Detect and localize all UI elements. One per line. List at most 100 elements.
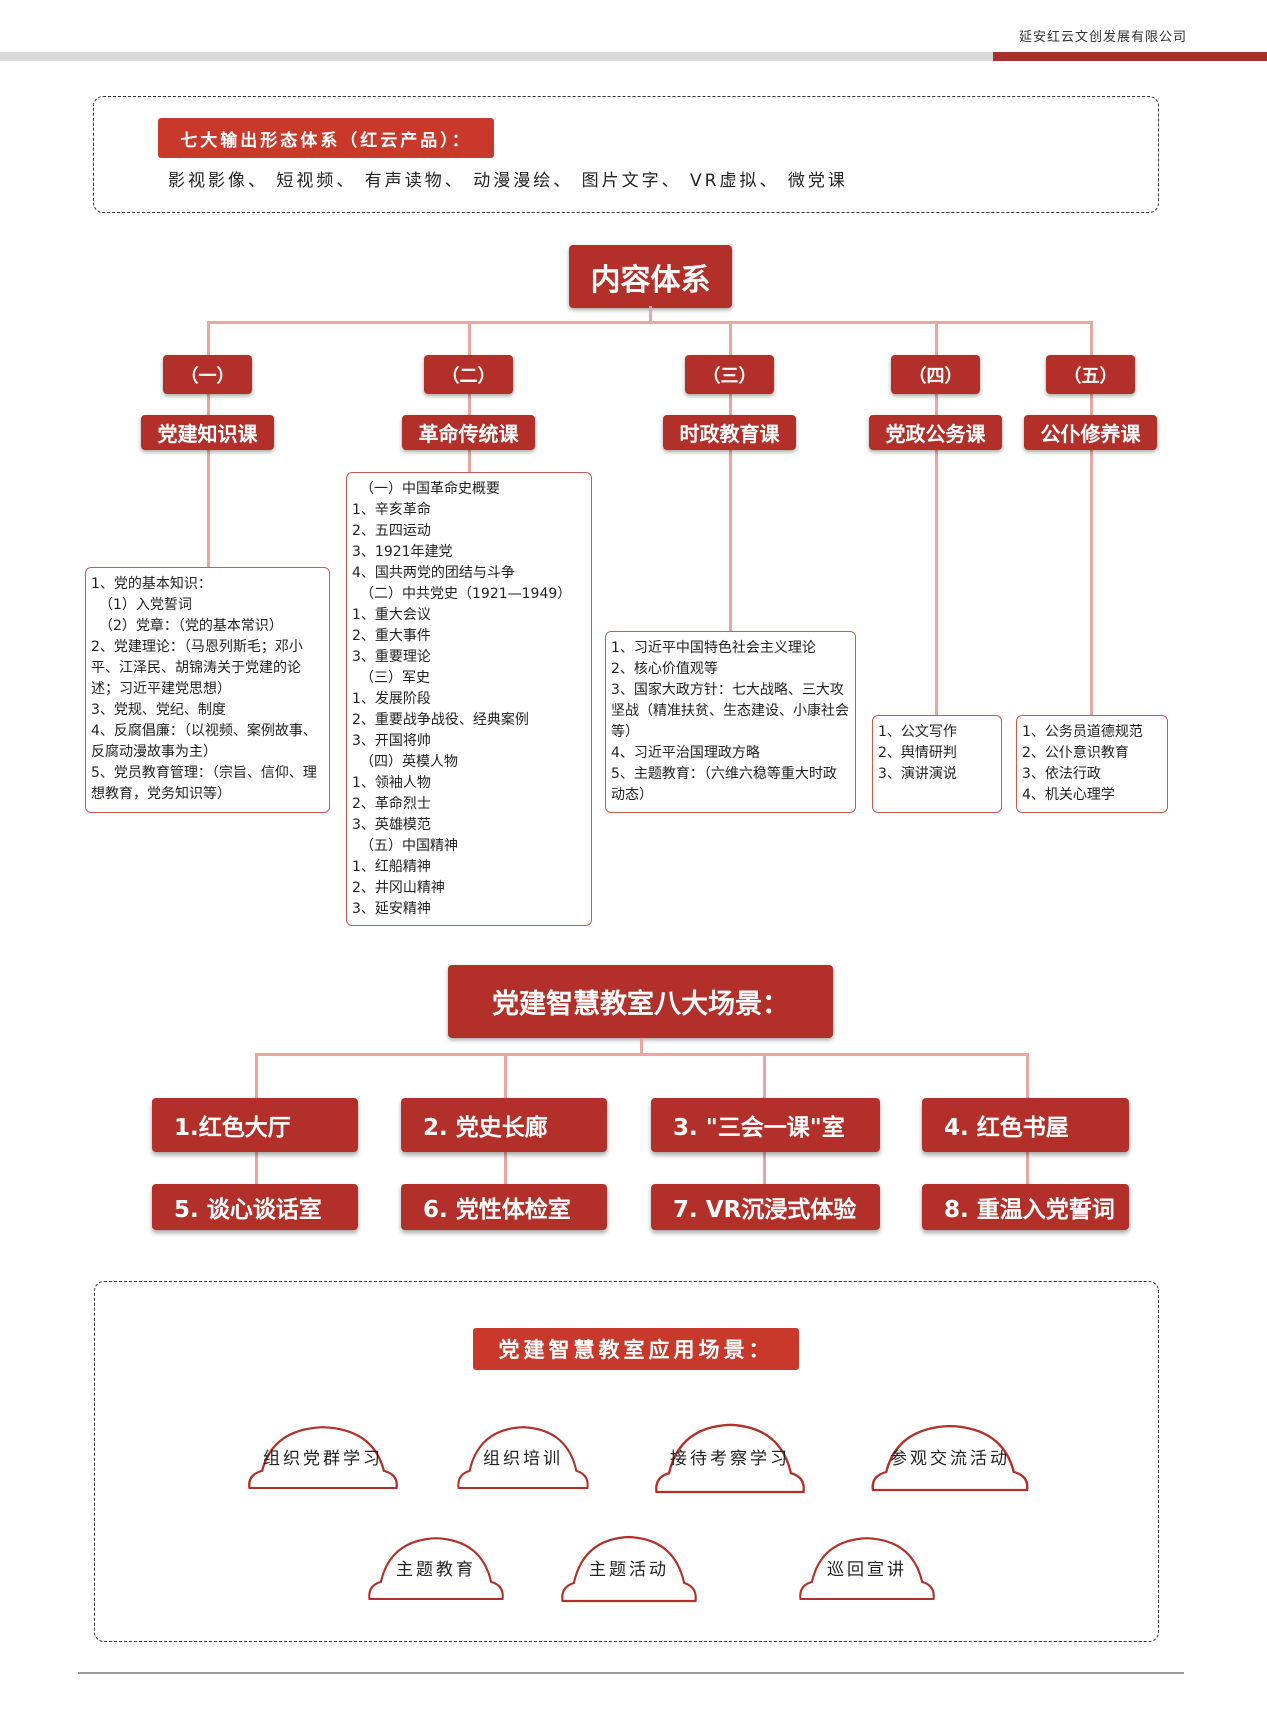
connector [1090,321,1093,357]
connector [255,1053,258,1100]
connector [1026,1053,1029,1100]
connector [1090,448,1093,716]
output-system-items: 影视影像、 短视频、 有声读物、 动漫漫绘、 图片文字、 VR虚拟、 微党课 [168,171,848,191]
party-knowledge-detail-box: 1、党的基本知识： （1）入党誓词 （2）党章：（党的基本常识） 2、党建理论：… [85,567,330,813]
detail-line: 2、舆情研判 [878,745,957,761]
content-system-title: 内容体系 [569,245,732,308]
connector [1090,392,1093,417]
current-affairs-detail-box: 1、习近平中国特色社会主义理论 2、核心价值观等 3、国家大政方针：七大战略、三… [605,631,856,813]
cloud-label: 主题教育 [396,1560,476,1580]
connector [207,448,210,569]
detail-line: 1、发展阶段 [352,691,431,707]
detail-line: 2、井冈山精神 [352,880,445,896]
connector [763,1150,766,1186]
scene-heart-talk-room: 5. 谈心谈话室 [152,1184,358,1230]
connector [255,1150,258,1186]
connector [729,448,732,633]
category-2-name: 革命传统课 [402,415,535,450]
detail-line: 3、依法行政 [1022,766,1101,782]
category-1-name: 党建知识课 [141,415,274,450]
connector [640,1038,643,1055]
detail-line: 3、国家大政方针：七大战略、三大攻坚战（精准扶贫、生态建设、小康社会等） [611,682,849,740]
detail-line: （一）中国革命史概要 [360,481,500,497]
connector [207,321,210,357]
cloud-label: 巡回宣讲 [827,1560,907,1580]
connector [207,392,210,417]
connector [207,321,1093,324]
detail-line: 5、主题教育：（六维六稳等重大时政动态） [611,766,837,803]
cloud-item: 主题教育 [368,1537,504,1601]
detail-line: （四）英模人物 [360,754,458,770]
cloud-item: 参观交流活动 [871,1424,1029,1492]
detail-line: 3、党规、党纪、制度 [91,702,226,718]
scene-three-meetings-room: 3. "三会一课"室 [651,1098,880,1152]
detail-line: 2、重大事件 [352,628,431,644]
connector [763,1053,766,1100]
scene-party-checkup-room: 6. 党性体检室 [401,1184,607,1230]
detail-line: 1、领袖人物 [352,775,431,791]
cloud-item: 主题活动 [561,1535,697,1603]
category-3-number: （三） [685,355,774,394]
classroom-scenes-title: 党建智慧教室八大场景： [448,965,833,1038]
detail-line: 3、英雄模范 [352,817,431,833]
detail-line: （三）军史 [360,670,430,686]
header-bar-gray [0,52,993,61]
cloud-label: 组织培训 [483,1449,563,1469]
connector [468,448,471,474]
detail-line: 2、党建理论：（马恩列斯毛；邓小平、江泽民、胡锦涛关于党建的论述；习近平建党思想… [91,639,303,697]
cloud-item: 组织党群学习 [248,1426,398,1490]
detail-line: 3、演讲演说 [878,766,957,782]
cloud-label: 接待考察学习 [670,1449,790,1469]
connector [468,321,471,357]
detail-line: 4、国共两党的团结与斗争 [352,565,515,581]
cloud-label: 组织党群学习 [263,1449,383,1469]
detail-line: 2、革命烈士 [352,796,431,812]
cloud-item: 巡回宣讲 [799,1537,935,1601]
detail-line: 4、习近平治国理政方略 [611,745,760,761]
detail-line: 3、开国将帅 [352,733,431,749]
connector [935,448,938,716]
connector [504,1053,507,1100]
detail-line: （五）中国精神 [360,838,458,854]
output-system-box [93,96,1159,213]
connector [729,392,732,417]
public-servant-detail-box: 1、公务员道德规范 2、公仆意识教育 3、依法行政 4、机关心理学 [1016,715,1168,813]
detail-line: 3、延安精神 [352,901,431,917]
detail-line: （1）入党誓词 [99,597,192,613]
detail-line: 2、核心价值观等 [611,661,718,677]
detail-line: 1、公务员道德规范 [1022,724,1143,740]
detail-line: 1、习近平中国特色社会主义理论 [611,640,816,656]
connector [255,1053,1029,1056]
output-system-label: 七大输出形态体系（红云产品）： [158,118,494,158]
cloud-item: 接待考察学习 [655,1423,805,1494]
scene-vr-experience: 7. VR沉浸式体验 [651,1184,880,1230]
detail-line: 4、机关心理学 [1022,787,1115,803]
header-bar-red [993,52,1267,61]
detail-line: 1、红船精神 [352,859,431,875]
category-4-number: （四） [891,355,980,394]
detail-line: 1、公文写作 [878,724,957,740]
detail-line: 1、党的基本知识： [91,576,212,592]
category-5-number: （五） [1046,355,1135,394]
scene-red-hall: 1.红色大厅 [152,1098,358,1152]
application-scenes-title: 党建智慧教室应用场景： [473,1328,799,1370]
cloud-item: 组织培训 [457,1426,589,1490]
detail-line: 4、反腐倡廉：（以视频、案例故事、反腐动漫故事为主） [91,723,317,760]
connector [649,306,652,322]
detail-line: 1、重大会议 [352,607,431,623]
detail-line: 5、党员教育管理：（宗旨、信仰、理想教育，党务知识等） [91,765,317,802]
detail-line: 2、重要战争战役、经典案例 [352,712,529,728]
company-name: 延安红云文创发展有限公司 [1018,30,1187,45]
category-2-number: （二） [424,355,513,394]
category-4-name: 党政公务课 [869,415,1002,450]
connector [729,321,732,357]
cloud-label: 参观交流活动 [890,1449,1010,1469]
category-3-name: 时政教育课 [663,415,796,450]
connector [468,392,471,417]
scene-oath-review: 8. 重温入党誓词 [922,1184,1129,1230]
detail-line: （2）党章：（党的基本常识） [99,618,283,634]
scene-party-history-corridor: 2. 党史长廊 [401,1098,607,1152]
connector [1026,1150,1029,1186]
detail-line: 3、1921年建党 [352,544,453,560]
